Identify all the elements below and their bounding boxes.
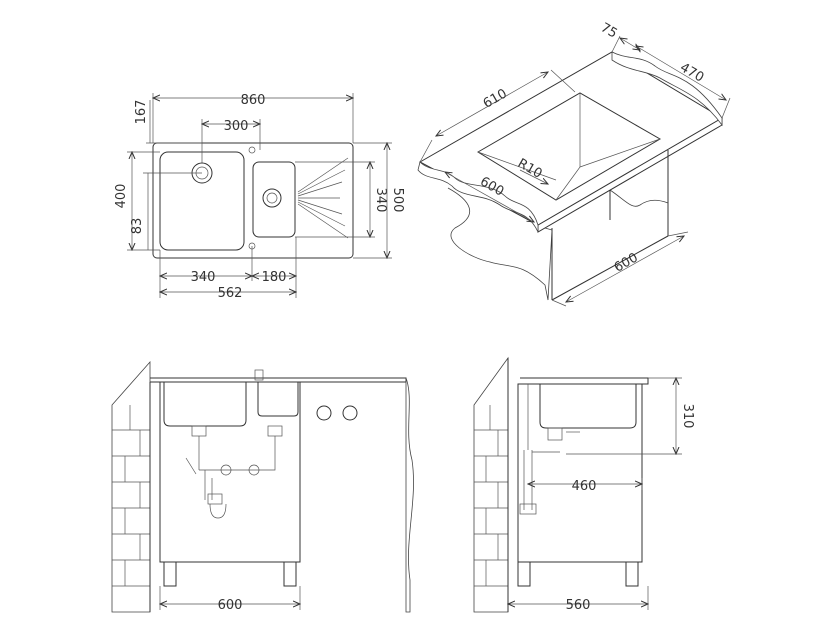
- dim-bowls-spacing: 300: [224, 119, 249, 134]
- dim-small-bowl-depth: 340: [373, 188, 388, 213]
- dim-overall-width: 860: [241, 93, 266, 108]
- dim-main-bowl-width: 340: [191, 270, 216, 285]
- sink-outline: [152, 142, 354, 259]
- side-view: 310 460 560: [473, 356, 695, 613]
- dim-bowl-depth: 400: [114, 184, 129, 209]
- knob-left-icon: [316, 405, 332, 421]
- dim-offset-top: 167: [134, 100, 149, 125]
- small-bowl: [252, 161, 296, 238]
- top-view: 860 300 167 400 83 340 500: [114, 93, 405, 301]
- front-view: 600: [111, 360, 414, 613]
- dim-iso-cabinet-depth: 600: [612, 250, 641, 275]
- iso-view: 610 75 470 R10 600 600: [417, 20, 731, 307]
- drainer-grooves: [297, 157, 349, 239]
- dim-front-cabinet-width: 600: [218, 598, 243, 613]
- dim-side-drain-offset: 460: [572, 479, 597, 494]
- dim-side-cabinet-depth: 560: [566, 598, 591, 613]
- dim-iso-rim: 75: [598, 20, 620, 41]
- small-bowl-drain-icon: [262, 188, 282, 208]
- dim-iso-top-edge: 610: [481, 86, 510, 111]
- tap-hole-icon: [248, 146, 256, 154]
- dim-side-bowl-height: 310: [680, 404, 695, 429]
- knob-right-icon: [342, 405, 358, 421]
- dim-bowls-total-width: 562: [218, 286, 243, 301]
- dim-offset-side: 83: [130, 218, 145, 235]
- dim-depth: 500: [390, 188, 405, 213]
- dim-small-bowl-width: 180: [262, 270, 287, 285]
